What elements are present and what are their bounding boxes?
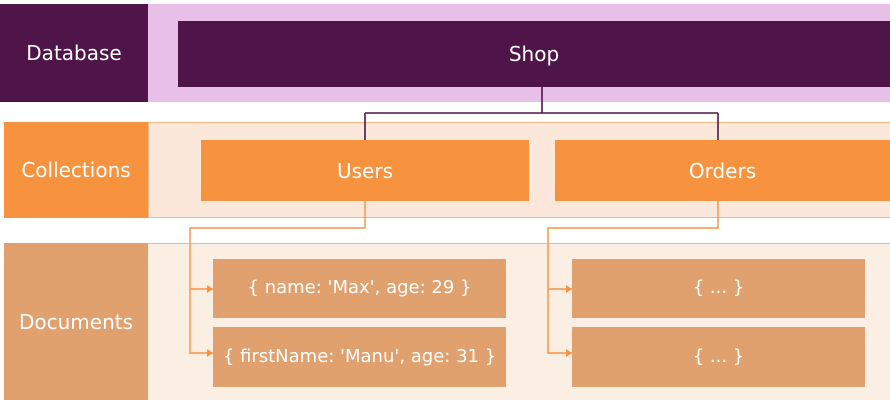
connector-users-stem <box>189 201 366 354</box>
connector-orders-stem <box>547 201 719 354</box>
arrowhead-users-doc1 <box>207 285 213 293</box>
collection-users-node: Users <box>201 140 529 201</box>
document-user-manu: { firstName: 'Manu', age: 31 } <box>213 327 506 387</box>
documents-row-label: Documents <box>4 243 148 400</box>
collection-orders-node: Orders <box>555 140 890 201</box>
document-user-max: { name: 'Max', age: 29 } <box>213 259 506 318</box>
arrowhead-orders-doc2 <box>566 349 572 357</box>
arrowhead-users-doc2 <box>207 349 213 357</box>
connector-arrowheads <box>207 285 572 357</box>
arrowhead-orders-doc1 <box>566 285 572 293</box>
document-order-1: { ... } <box>572 259 865 318</box>
database-row-label: Database <box>0 4 148 102</box>
database-shop-node: Shop <box>178 21 890 87</box>
document-order-2: { ... } <box>572 327 865 387</box>
db-to-collections-connector <box>364 87 719 140</box>
collections-row-label: Collections <box>4 122 148 218</box>
collections-to-documents-connector <box>189 201 719 354</box>
